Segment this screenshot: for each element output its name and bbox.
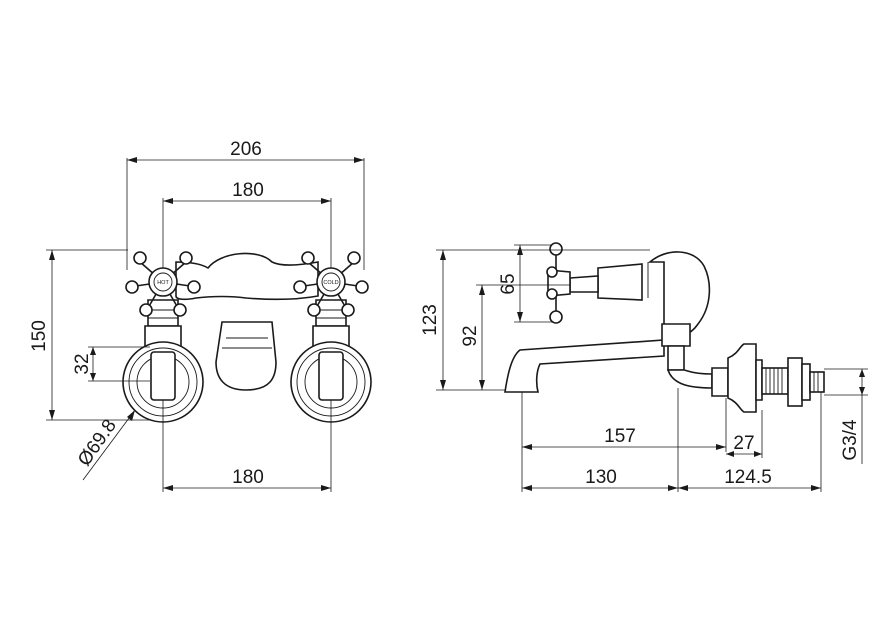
dim-150: 150 — [29, 249, 150, 421]
dim-180-bottom: 180 — [162, 400, 332, 492]
dim-92: 92 — [460, 284, 570, 390]
cold-crosshead-handle: COLD — [293, 251, 369, 317]
side-view: 123 92 65 157 — [420, 242, 868, 492]
side-wall-flange — [727, 343, 757, 413]
dim-label-124-5: 124.5 — [724, 467, 772, 488]
dim-label-92: 92 — [460, 325, 481, 346]
dim-130: 130 — [522, 388, 679, 492]
front-spout — [215, 321, 277, 391]
front-right-riser — [315, 299, 347, 327]
dim-label-180-top: 180 — [232, 180, 264, 201]
dim-label-123: 123 — [420, 304, 441, 336]
dim-label-206: 206 — [230, 139, 262, 160]
dim-label-65: 65 — [498, 273, 519, 294]
dim-27: 27 — [726, 410, 763, 458]
dim-124-5: 124.5 — [678, 392, 822, 492]
front-bridge-body — [175, 252, 319, 301]
dim-label-32: 32 — [72, 353, 93, 374]
dim-label-150: 150 — [29, 320, 50, 352]
side-crosshead-handle — [546, 242, 571, 324]
side-nut — [661, 323, 691, 347]
side-threaded-inlet — [761, 357, 825, 407]
dim-label-27: 27 — [733, 433, 754, 454]
front-view: HOT COLD 206 — [29, 139, 372, 492]
dim-123: 123 — [420, 249, 650, 391]
dim-g3-4: G3/4 — [824, 368, 868, 464]
dim-180-top: 180 — [162, 180, 332, 268]
dim-32: 32 — [72, 346, 150, 382]
dim-157: 157 — [521, 392, 727, 492]
front-left-riser — [147, 299, 179, 327]
dim-65: 65 — [498, 244, 552, 323]
hot-crosshead-handle: HOT — [125, 251, 201, 317]
dim-206: 206 — [126, 139, 365, 270]
dim-label-130: 130 — [585, 467, 617, 488]
dim-label-g3-4: G3/4 — [840, 419, 861, 461]
dim-label-diameter: Ø69.8 — [74, 416, 121, 470]
dim-label-157: 157 — [604, 426, 636, 447]
hot-label: HOT — [157, 280, 169, 286]
cold-label: COLD — [323, 280, 338, 286]
dim-flange-diameter: Ø69.8 — [74, 409, 136, 481]
dim-label-180-bottom: 180 — [232, 467, 264, 488]
side-spout — [504, 339, 665, 393]
